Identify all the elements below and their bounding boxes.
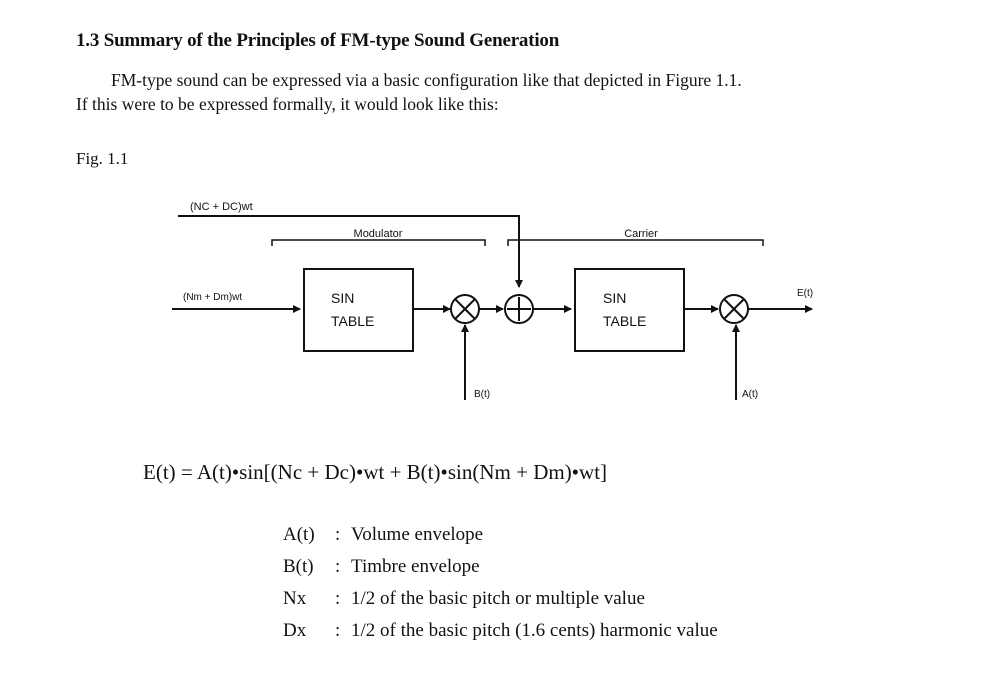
definition-row: A(t): Volume envelope	[283, 524, 483, 546]
definition-symbol: Dx	[283, 620, 307, 641]
definition-symbol: Nx	[283, 588, 307, 609]
definition-row: Dx:1/2 of the basic pitch (1.6 cents) ha…	[283, 620, 718, 642]
sin-table-2-line1: SIN	[603, 290, 626, 306]
definition-separator: :	[335, 556, 341, 577]
sin-table-1-line2: TABLE	[331, 313, 374, 329]
carrier-bracket	[507, 239, 764, 246]
section-heading: 1.3 Summary of the Principles of FM-type…	[76, 30, 560, 51]
definition-text: 1/2 of the basic pitch (1.6 cents) harmo…	[351, 620, 718, 641]
sin-table-1-line1: SIN	[331, 290, 354, 306]
multiplier-1-icon	[450, 294, 480, 324]
sin-table-1-box	[303, 268, 414, 352]
multiplier-2-icon	[719, 294, 749, 324]
definition-row: Nx:1/2 of the basic pitch or multiple va…	[283, 588, 645, 610]
definition-separator: :	[335, 620, 341, 641]
definition-separator: :	[335, 588, 341, 609]
definition-row: B(t): Timbre envelope	[283, 556, 480, 578]
carrier-freq-input-label: (NC + DC)wt	[190, 201, 253, 213]
paragraph-line-1: FM-type sound can be expressed via a bas…	[111, 70, 742, 90]
definition-text: Timbre envelope	[351, 556, 480, 577]
volume-input-label: A(t)	[742, 389, 758, 400]
modulator-freq-input-label: (Nm + Dm)wt	[183, 292, 242, 303]
paragraph-line-2: If this were to be expressed formally, i…	[76, 94, 499, 114]
definition-text: 1/2 of the basic pitch or multiple value	[351, 588, 645, 609]
modulator-label: Modulator	[354, 228, 403, 240]
output-label: E(t)	[797, 288, 813, 299]
carrier-label: Carrier	[624, 228, 658, 240]
figure-label: Fig. 1.1	[76, 149, 129, 168]
carrier-freq-input-line	[178, 215, 523, 288]
definition-symbol: B(t)	[283, 556, 314, 577]
timbre-input-label: B(t)	[474, 389, 490, 400]
fm-formula: E(t) = A(t)•sin[(Nc + Dc)•wt + B(t)•sin(…	[143, 460, 608, 484]
adder-icon	[504, 294, 534, 324]
definition-symbol: A(t)	[283, 524, 315, 545]
sin-table-2-box	[574, 268, 685, 352]
definition-separator: :	[335, 524, 341, 545]
definition-text: Volume envelope	[351, 524, 484, 545]
sin-table-2-line2: TABLE	[603, 313, 646, 329]
fm-block-diagram: (NC + DC)wt Modulator Carrier (Nm + Dm)w…	[172, 201, 813, 400]
modulator-bracket	[271, 239, 486, 246]
